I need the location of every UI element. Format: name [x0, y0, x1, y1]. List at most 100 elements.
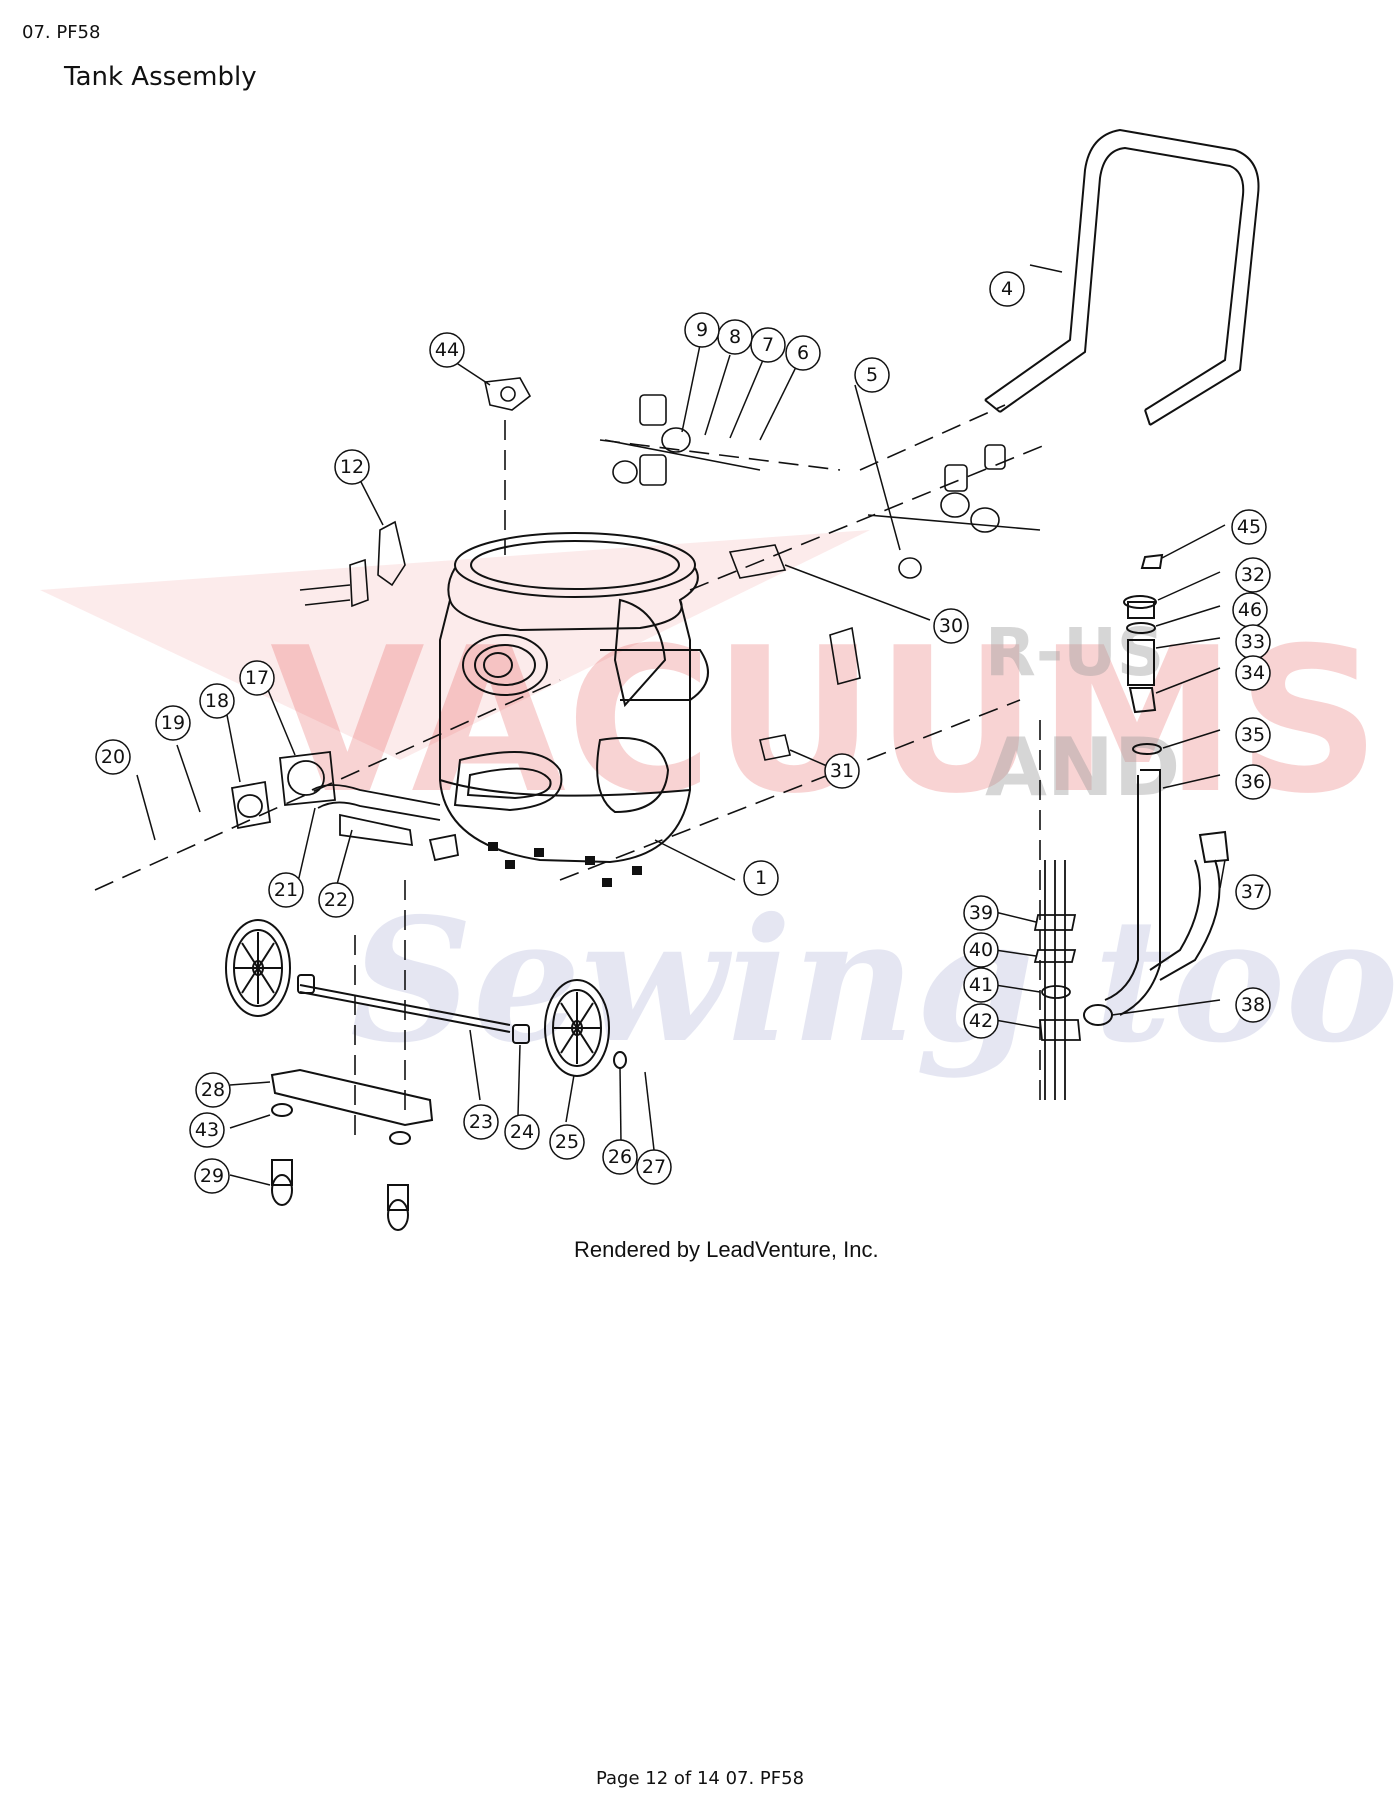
callout-26: 26 — [602, 1139, 638, 1175]
callout-18: 18 — [199, 683, 235, 719]
callout-17: 17 — [239, 660, 275, 696]
callout-label: 21 — [274, 879, 298, 901]
callout-28: 28 — [195, 1072, 231, 1108]
callout-31: 31 — [824, 753, 860, 789]
callout-42: 42 — [963, 1003, 999, 1039]
part-44 — [484, 377, 532, 411]
callout-label: 23 — [469, 1111, 493, 1133]
callout-38: 38 — [1235, 987, 1271, 1023]
callout-24: 24 — [504, 1114, 540, 1150]
diagram-credit: Rendered by LeadVenture, Inc. — [574, 1237, 879, 1262]
callout-37: 37 — [1235, 874, 1271, 910]
callout-label: 12 — [340, 456, 364, 478]
callout-32: 32 — [1235, 557, 1271, 593]
callout-label: 29 — [200, 1165, 224, 1187]
callout-label: 39 — [969, 902, 993, 924]
handle-part — [984, 128, 1260, 426]
callout-label: 42 — [969, 1010, 993, 1032]
wheel-parts — [225, 919, 627, 1077]
callout-label: 37 — [1241, 881, 1265, 903]
callout-7: 7 — [750, 327, 786, 363]
fitting-stack-parts — [1033, 860, 1081, 1100]
callout-23: 23 — [463, 1104, 499, 1140]
callout-30: 30 — [933, 608, 969, 644]
callout-label: 33 — [1241, 631, 1265, 653]
callout-label: 27 — [642, 1156, 666, 1178]
callout-21: 21 — [268, 872, 304, 908]
callout-34: 34 — [1235, 655, 1271, 691]
part-31 — [759, 626, 861, 761]
callout-label: 24 — [510, 1121, 534, 1143]
callout-25: 25 — [549, 1124, 585, 1160]
callout-label: 18 — [205, 690, 229, 712]
callout-label: 19 — [161, 712, 185, 734]
callout-22: 22 — [318, 882, 354, 918]
callout-9: 9 — [684, 312, 720, 348]
callout-45: 45 — [1231, 509, 1267, 545]
part-12 — [299, 520, 406, 608]
watermark-word-1: VACUUMS — [270, 605, 1381, 838]
callout-41: 41 — [963, 967, 999, 1003]
callout-label: 41 — [969, 974, 993, 996]
callout-39: 39 — [963, 895, 999, 931]
tank-feet-part — [488, 842, 642, 887]
section-header: 07. PF58 — [22, 22, 101, 43]
callout-label: 4 — [1001, 278, 1013, 300]
callout-1: 1 — [743, 860, 779, 896]
callout-19: 19 — [155, 705, 191, 741]
callout-29: 29 — [194, 1158, 230, 1194]
callout-label: 45 — [1237, 516, 1261, 538]
callout-label: 38 — [1241, 994, 1265, 1016]
callout-label: 8 — [729, 326, 741, 348]
callout-label: 20 — [101, 746, 125, 768]
callout-5: 5 — [854, 357, 890, 393]
leader-lines — [136, 264, 1226, 1186]
caster-parts — [270, 1068, 434, 1231]
callout-44: 44 — [429, 332, 465, 368]
part-30 — [728, 544, 787, 579]
callout-20: 20 — [95, 739, 131, 775]
callout-label: 30 — [939, 615, 963, 637]
callout-label: 32 — [1241, 564, 1265, 586]
callout-label: 1 — [755, 867, 767, 889]
callout-label: 17 — [245, 667, 269, 689]
callout-label: 43 — [195, 1119, 219, 1141]
callout-43: 43 — [189, 1112, 225, 1148]
callout-label: 46 — [1238, 599, 1262, 621]
page-title: Tank Assembly — [64, 62, 257, 92]
callout-label: 22 — [324, 889, 348, 911]
callout-27: 27 — [636, 1149, 672, 1185]
part-21-22 — [311, 784, 460, 862]
end-cap-parts — [230, 750, 336, 830]
watermark-word-2: R-US — [985, 614, 1164, 691]
callout-35: 35 — [1235, 717, 1271, 753]
callout-label: 35 — [1241, 724, 1265, 746]
callout-4: 4 — [989, 271, 1025, 307]
callout-36: 36 — [1235, 764, 1271, 800]
callout-label: 40 — [969, 939, 993, 961]
callout-label: 25 — [555, 1131, 579, 1153]
callout-46: 46 — [1232, 592, 1268, 628]
tank-body-part — [439, 532, 709, 864]
callout-8: 8 — [717, 319, 753, 355]
callout-label: 26 — [608, 1146, 632, 1168]
callout-label: 44 — [435, 339, 459, 361]
handle-bracket-parts — [604, 394, 1041, 579]
callout-label: 6 — [797, 342, 809, 364]
watermark-word-3: AND — [985, 721, 1180, 814]
callout-40: 40 — [963, 932, 999, 968]
callout-label: 5 — [866, 364, 878, 386]
callout-label: 7 — [762, 334, 774, 356]
callout-6: 6 — [785, 335, 821, 371]
callout-label: 36 — [1241, 771, 1265, 793]
callout-markers: 4 5 6 7 8 9 44 12 17 18 19 20 21 22 1 30… — [95, 271, 1271, 1194]
page-footer: Page 12 of 14 07. PF58 — [595, 1768, 805, 1789]
watermark-word-4: Sewing too — [350, 881, 1399, 1081]
callout-label: 9 — [696, 319, 708, 341]
drain-hose-parts — [1083, 553, 1230, 1026]
callout-12: 12 — [334, 449, 370, 485]
callout-label: 34 — [1241, 662, 1265, 684]
callout-label: 28 — [201, 1079, 225, 1101]
callout-label: 31 — [830, 760, 854, 782]
